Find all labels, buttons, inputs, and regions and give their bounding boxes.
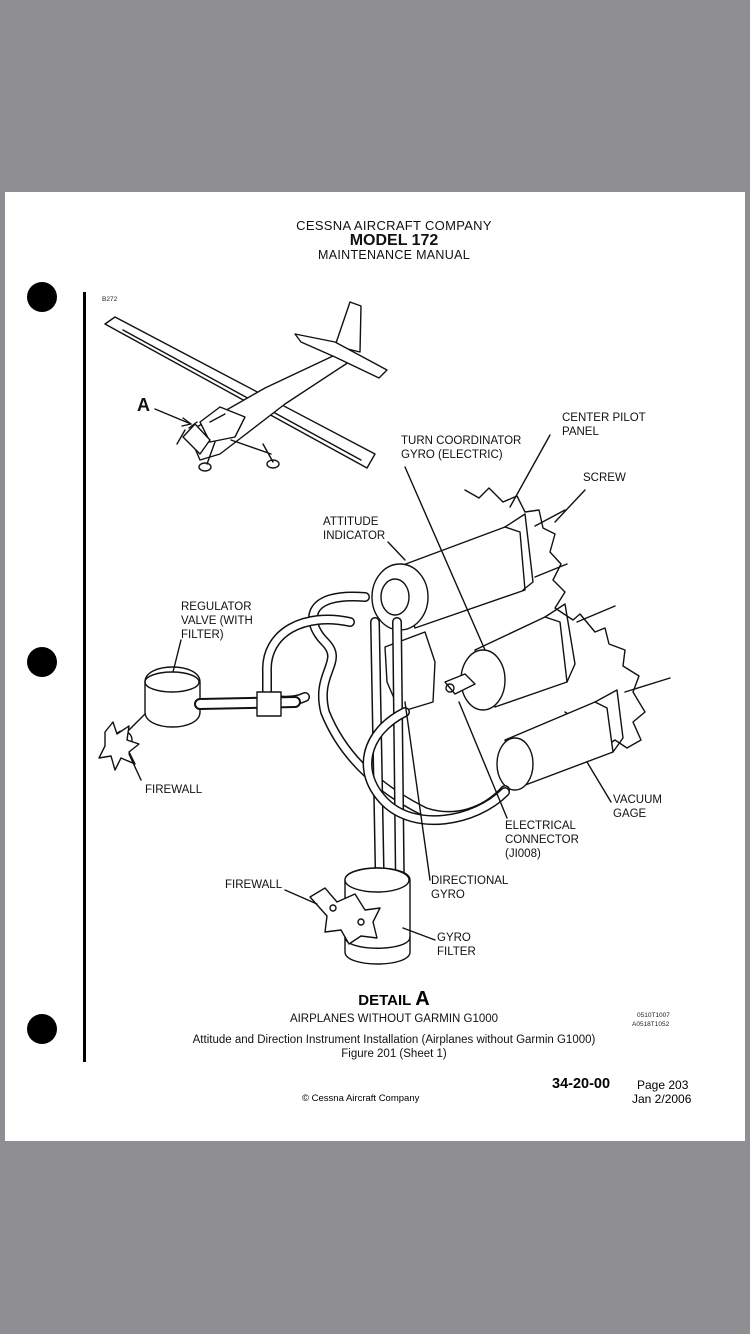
label-center-pilot-panel: CENTER PILOT PANEL: [562, 412, 646, 438]
turn-coordinator-body: [460, 603, 576, 711]
label-electrical-connector: ELECTRICAL CONNECTOR (JI008): [505, 820, 579, 860]
detail-subtitle: AIRPLANES WITHOUT GARMIN G1000: [289, 1013, 499, 1025]
label-firewall-bottom: FIREWALL: [225, 879, 283, 891]
copyright: © Cessna Aircraft Company: [302, 1093, 420, 1104]
manual-title: MAINTENANCE MANUAL: [318, 248, 470, 262]
label-gyro-filter: GYRO FILTER: [437, 932, 476, 958]
label-attitude-indicator: ATTITUDE INDICATOR: [323, 516, 386, 542]
label-vacuum-gage: VACUUM GAGE: [613, 794, 662, 820]
model-title: MODEL 172: [349, 232, 439, 249]
airplane-illustration: [104, 301, 388, 472]
binder-hole-middle: [27, 647, 57, 677]
label-screw: SCREW: [583, 472, 626, 484]
part-code-1: 0510T1007: [637, 1012, 670, 1019]
attitude-indicator-body: [371, 513, 534, 631]
company-name: CESSNA AIRCRAFT COMPANY: [296, 218, 492, 233]
page-number: Page 203: [637, 1078, 689, 1092]
revision-bar: [83, 292, 86, 1062]
center-panel-outline: [464, 487, 646, 749]
label-turn-coordinator: TURN COORDINATOR GYRO (ELECTRIC): [401, 435, 522, 461]
caption-line-1: Attitude and Direction Instrument Instal…: [192, 1034, 596, 1046]
manual-page: CESSNA AIRCRAFT COMPANY MODEL 172 MAINTE…: [5, 192, 745, 1141]
figure-code: B272: [102, 296, 118, 303]
view-marker-a: A: [137, 395, 150, 415]
label-regulator-valve: REGULATOR VALVE (WITH FILTER): [181, 601, 253, 641]
label-directional-gyro: DIRECTIONAL GYRO: [431, 875, 509, 901]
label-firewall-left: FIREWALL: [145, 784, 203, 796]
revision-date: Jan 2/2006: [632, 1092, 692, 1106]
part-code-2: A0518T1052: [632, 1021, 670, 1028]
binder-hole-top: [27, 282, 57, 312]
vacuum-gage-body: [496, 689, 624, 791]
section-number: 34-20-00: [552, 1076, 611, 1092]
detail-word: DETAIL: [358, 992, 412, 1009]
detail-title: DETAIL A: [5, 988, 745, 1011]
instrument-installation-drawing: [98, 301, 671, 965]
caption-line-2: Figure 201 (Sheet 1): [341, 1048, 447, 1060]
detail-letter: A: [415, 988, 430, 1010]
binder-hole-bottom: [27, 1014, 57, 1044]
gyro-filter: [344, 867, 411, 965]
